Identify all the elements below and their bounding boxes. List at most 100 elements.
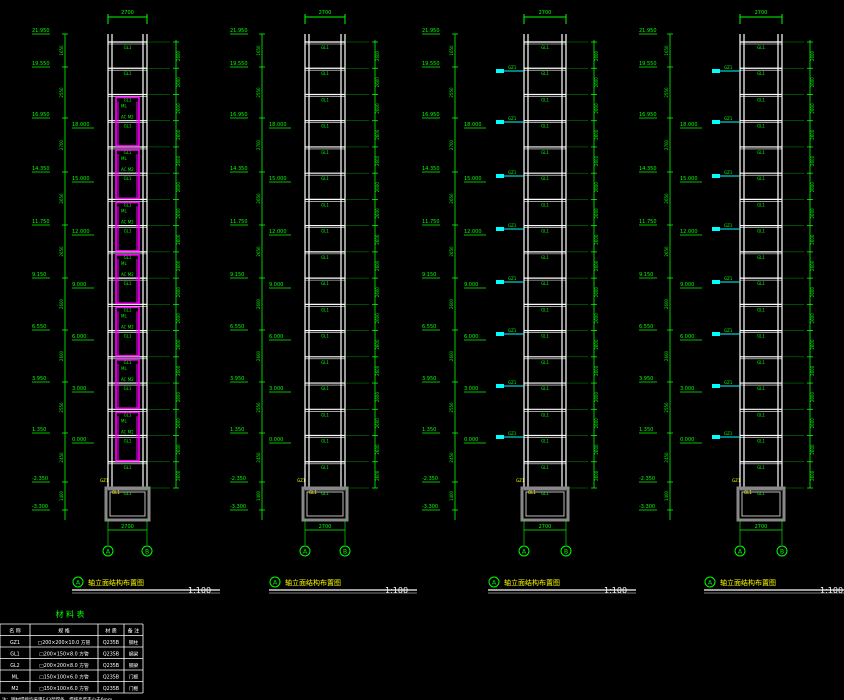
right-dimension-value: 2600 (594, 50, 599, 61)
connection-tag: GZ1 (724, 116, 733, 121)
elevation-view-2: 2700GL1GL1GL1GL1GL1GL1GL1GL1GL1GL1GL1GL1… (230, 10, 417, 595)
beam-tag: GL1 (757, 307, 765, 312)
foundation-pit (520, 486, 570, 522)
title-bubble-label: A (76, 580, 81, 587)
level-label: 6.000 (464, 334, 478, 340)
right-dimension-value: 2600 (810, 182, 815, 193)
dimension-value: 2550 (59, 402, 64, 413)
column-tag: GZ1 (297, 478, 306, 483)
base-beam-tag: GL1 (744, 490, 752, 495)
right-dimension-value: 2600 (594, 392, 599, 403)
top-dimension-text: 2700 (121, 10, 134, 16)
table-cell: □200×150×8.0 方管 (39, 651, 89, 658)
elevation-label: 14.350 (32, 166, 50, 172)
elevation-view-1: 2700GL1GL1GL1GL1GL1GL1GL1GL1GL1GL1GL1GL1… (32, 10, 220, 595)
dimension-value: 1400 (59, 490, 64, 501)
dimension-value: 2700 (664, 139, 669, 150)
right-dimension-value: 2600 (375, 287, 380, 298)
table-title: 材 料 表 (55, 609, 84, 619)
right-dimension-value: 2600 (176, 234, 181, 245)
elevation-label: -3.300 (32, 504, 48, 510)
dimension-value: 2650 (449, 246, 454, 257)
axis-bubble (734, 545, 746, 557)
plate-tag: AC M2 (121, 272, 134, 277)
elevation-label: 1.350 (422, 427, 436, 433)
elevation-label: 9.150 (32, 272, 46, 278)
plate-tag: AC M2 (121, 324, 134, 329)
plate-tag: ML (121, 103, 127, 108)
connection-tag: GZ1 (508, 380, 517, 385)
beam-tag: GL1 (757, 439, 765, 444)
right-dimension-value: 2600 (810, 365, 815, 376)
view-title: 轴立面结构布置图 (504, 578, 560, 587)
bottom-dimension-text: 2700 (121, 524, 134, 530)
right-dimension-value: 2600 (176, 129, 181, 140)
right-dimension-value: 2600 (810, 50, 815, 61)
connection-plate (712, 332, 720, 336)
beam-tag: GL1 (124, 386, 132, 391)
level-label: 6.000 (72, 334, 86, 340)
right-dimension-value: 2600 (375, 77, 380, 88)
view-scale: 1:100 (820, 586, 843, 595)
connection-plate (712, 280, 720, 284)
right-dimension-value: 2600 (810, 208, 815, 219)
elevation-label: -3.300 (639, 504, 655, 510)
beam-tag: GL1 (757, 71, 765, 76)
beam-tag: GL1 (541, 71, 549, 76)
table-cell: ML (12, 675, 19, 681)
level-label: 9.000 (269, 282, 283, 288)
beam-tag: GL1 (757, 202, 765, 207)
beam-tag: GL1 (124, 45, 132, 50)
connection-tag: GZ1 (724, 223, 733, 228)
bottom-dimension-text: 2700 (319, 524, 332, 530)
level-label: 3.000 (680, 386, 694, 392)
dimension-value: 1650 (664, 45, 669, 56)
connection-tag: GZ1 (508, 431, 517, 436)
connection-tag: GZ1 (724, 328, 733, 333)
table-cell: □150×100×6.0 方管 (39, 685, 89, 692)
right-dimension-value: 2600 (176, 339, 181, 350)
right-dimension-value: 2600 (810, 260, 815, 271)
table-cell: M2 (11, 686, 18, 692)
beam-tag: GL1 (124, 439, 132, 444)
dimension-value: 2700 (449, 139, 454, 150)
connection-tag: GZ1 (724, 65, 733, 70)
beam-tag: GL1 (124, 255, 132, 260)
view-scale: 1:100 (188, 586, 211, 595)
elevation-label: -3.300 (422, 504, 438, 510)
table-header-cell: 规 格 (58, 628, 70, 635)
beam-tag: GL1 (541, 412, 549, 417)
right-dimension-value: 2600 (176, 77, 181, 88)
table-header-cell: 材 质 (105, 628, 117, 635)
table-cell: 钢柱 (129, 639, 139, 646)
connection-plate (496, 332, 504, 336)
right-dimension-value: 2600 (375, 392, 380, 403)
dimension-value: 2550 (59, 87, 64, 98)
beam-tag: GL1 (321, 45, 329, 50)
beam-tag: GL1 (757, 491, 765, 496)
elevation-label: 3.950 (32, 376, 46, 382)
beam-tag: GL1 (321, 281, 329, 286)
beam-tag: GL1 (757, 465, 765, 470)
view-title: 轴立面结构布置图 (88, 578, 144, 587)
dimension-value: 1400 (449, 490, 454, 501)
dimension-value: 1650 (256, 45, 261, 56)
level-label: 3.000 (269, 386, 283, 392)
dimension-value: 2650 (664, 193, 669, 204)
table-cell: GL2 (10, 663, 19, 669)
foundation-pit (301, 486, 349, 522)
beam-tag: GL1 (757, 386, 765, 391)
beam-tag: GL1 (541, 439, 549, 444)
connection-plate (496, 174, 504, 178)
beam-tag: GL1 (321, 465, 329, 470)
beam-tag: GL1 (541, 386, 549, 391)
right-dimension-value: 2600 (594, 103, 599, 114)
elevation-label: 1.350 (639, 427, 653, 433)
beam-tag: GL1 (541, 124, 549, 129)
level-label: 3.000 (72, 386, 86, 392)
right-dimension-value: 2600 (594, 418, 599, 429)
elevation-label: -3.300 (230, 504, 246, 510)
axis-label: A (522, 549, 527, 556)
elevation-label: 16.950 (32, 112, 50, 118)
